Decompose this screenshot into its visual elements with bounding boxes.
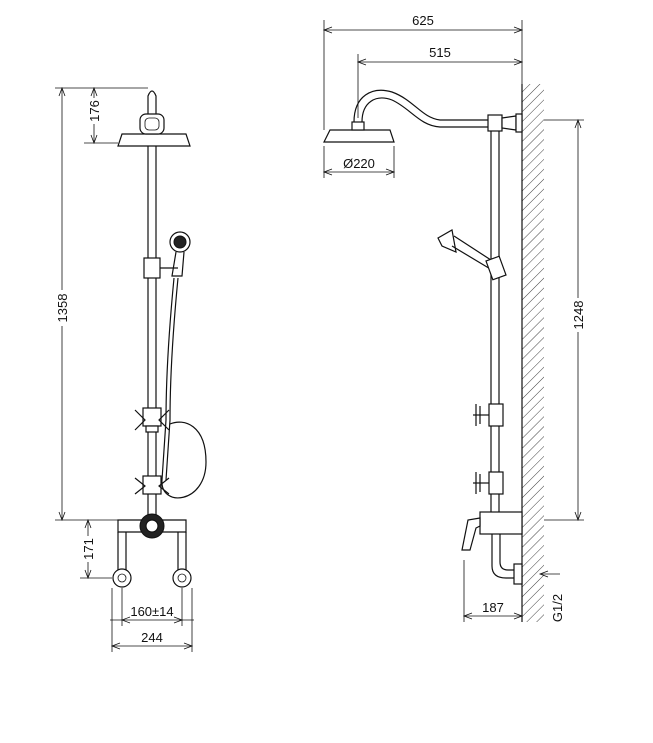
front-shower-head <box>117 113 191 147</box>
dim-inlet-spacing-label: 160±14 <box>130 604 173 619</box>
front-mixer-legs <box>117 532 187 570</box>
front-hose <box>161 277 207 499</box>
dim-head-diameter: Ø220 <box>322 146 396 178</box>
dim-wall-offset-label: 187 <box>482 600 504 615</box>
front-riser-pipe <box>147 146 157 520</box>
dim-wall-offset: 187 <box>462 560 524 622</box>
front-hand-shower <box>169 231 191 277</box>
dim-thread: G1/2 <box>538 570 565 622</box>
dim-head-height: 176 <box>84 86 118 145</box>
dim-thread-label: G1/2 <box>550 594 565 622</box>
side-mixer-body <box>461 511 523 551</box>
side-wall-flange <box>513 563 523 585</box>
front-slider-bracket <box>143 257 178 279</box>
dim-total-width: 244 <box>110 588 194 652</box>
front-wall-inlets <box>112 568 192 588</box>
front-lower-cross-valve <box>134 475 170 495</box>
dim-riser-height-label: 1248 <box>571 301 586 330</box>
dim-mixer-height-label: 171 <box>81 538 96 560</box>
side-view: 625 515 Ø220 1248 <box>322 13 586 622</box>
front-upper-cross-valve <box>134 407 170 433</box>
dim-arm-reach: 515 <box>356 45 524 118</box>
dim-total-height: 1358 <box>54 86 148 522</box>
front-top-hook <box>147 90 157 118</box>
dim-total-reach: 625 <box>322 13 524 130</box>
dim-total-reach-label: 625 <box>412 13 434 28</box>
side-shower-head <box>323 121 395 143</box>
dim-head-diameter-label: Ø220 <box>343 156 375 171</box>
dim-inlet-spacing: 160±14 <box>110 588 194 626</box>
side-hand-shower <box>437 229 507 281</box>
dim-mixer-height: 171 <box>80 518 112 580</box>
front-view: 1358 176 171 160±14 <box>54 86 207 652</box>
dim-total-width-label: 244 <box>141 630 163 645</box>
side-inlet-elbow <box>491 534 522 579</box>
side-riser-pipe <box>490 131 500 512</box>
dim-riser-height: 1248 <box>544 118 586 522</box>
side-wall <box>521 84 544 622</box>
front-mixer-body <box>117 513 187 539</box>
dim-arm-reach-label: 515 <box>429 45 451 60</box>
side-upper-valve <box>473 403 504 427</box>
dim-total-height-label: 1358 <box>55 294 70 323</box>
side-arm-joint <box>487 113 523 133</box>
side-lower-valve <box>473 471 504 495</box>
side-gooseneck-arm <box>353 89 490 123</box>
dim-head-height-label: 176 <box>87 100 102 122</box>
